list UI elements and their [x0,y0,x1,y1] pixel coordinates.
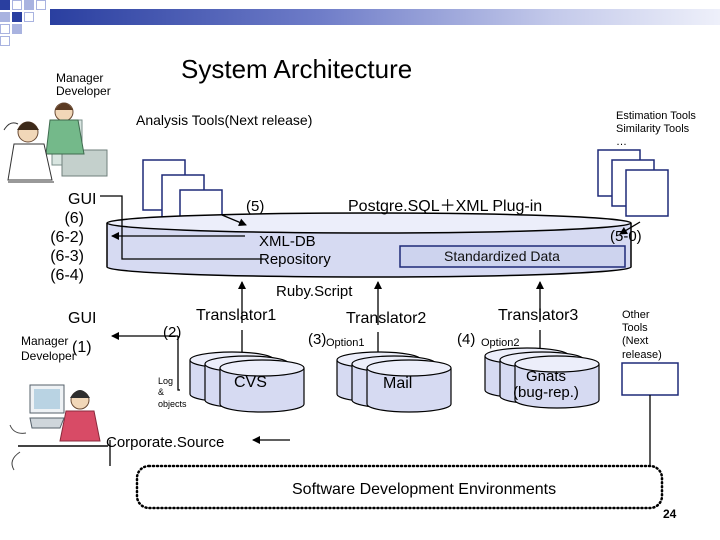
deco-square [36,0,46,10]
deco-square [0,24,10,34]
log-objects-label: Log & objects [158,376,187,409]
deco-square [0,12,10,22]
standardized-data-label: Standardized Data [444,248,560,264]
postgre-label: Postgre.SQL＋XML Plug-in [348,198,543,215]
deco-square [12,0,22,10]
bottom-manager-label: Manager [21,334,69,348]
page-number: 24 [663,507,677,521]
cvs-cylinders [189,351,305,413]
gui-bottom-label: GUI [68,310,97,327]
ref-5-label: (5) [246,198,265,215]
top-gradient-bar [50,9,720,25]
translator2-label: Translator2 [346,310,427,327]
estimation-tools-label: Estimation Tools Similarity Tools … [616,110,696,149]
mail-label: Mail [383,375,413,392]
other-tools-box [621,362,679,396]
other-tools-label: Other Tools (Next release) [622,309,662,361]
option1-label: Option1 [326,337,365,349]
slide-title: System Architecture [181,54,413,84]
gui-top-label: GUI [68,191,97,208]
top-people-roles: Manager Developer [56,71,111,99]
translator1-label: Translator1 [196,307,277,324]
connectors [100,195,651,466]
option2-label: Option2 [481,337,520,349]
ref-4-label: (4) [457,331,476,348]
ref-5-0-label: (5-0) [610,228,642,245]
translator3-label: Translator3 [498,307,579,324]
mail-cylinders [336,351,452,413]
deco-square [0,36,10,46]
deco-square [12,12,22,22]
gnats-label: Gnats (bug-rep.) [513,368,579,401]
ref-3-label: (3) [308,331,327,348]
corporate-source-label: Corporate.Source [106,434,225,451]
sde-label: Software Development Environments [292,481,557,498]
xmldb-label: XML-DB Repository [259,233,331,268]
bottom-developer-label: Developer [21,349,76,363]
estimation-tools-stack [597,149,669,217]
gnats-cylinders [484,347,600,409]
standardized-data-box [399,245,626,268]
people-icon-bottom [9,384,108,471]
deco-square [0,0,10,10]
deco-square [12,24,22,34]
gui-top-refs: (6) (6-2) (6-3) (6-4) [50,210,84,284]
ruby-script-label: Ruby.Script [276,283,353,300]
sde-box [135,464,664,510]
people-icon-top [3,102,108,183]
cvs-label: CVS [234,374,267,391]
ref-2-label: (2) [163,324,182,341]
deco-square [24,12,34,22]
ref-1-label: (1) [72,339,92,356]
deco-square [24,0,34,10]
analysis-tools-label: Analysis Tools(Next release) [136,112,313,128]
